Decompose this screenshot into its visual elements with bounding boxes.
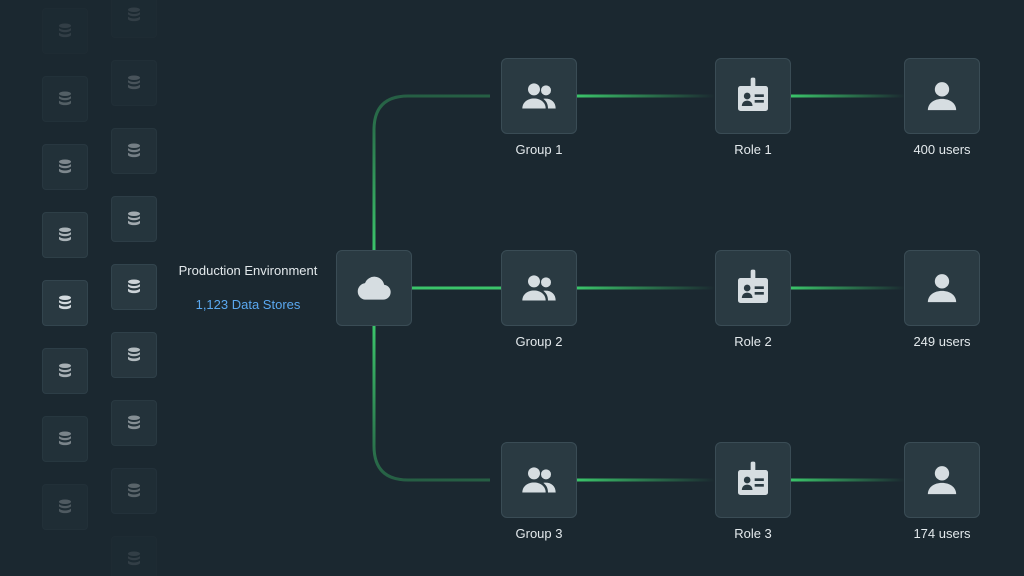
database-icon bbox=[128, 211, 140, 226]
role-label-3: Role 3 bbox=[734, 526, 772, 541]
database-icon bbox=[128, 483, 140, 498]
data-store-tile bbox=[42, 212, 88, 258]
group-node-2[interactable] bbox=[501, 250, 577, 326]
users-label-3: 174 users bbox=[913, 526, 971, 541]
role-node-3[interactable] bbox=[715, 442, 791, 518]
data-store-tile bbox=[42, 348, 88, 394]
data-store-tile bbox=[42, 416, 88, 462]
database-icon bbox=[128, 143, 140, 158]
database-icon bbox=[59, 499, 71, 514]
role-label-1: Role 1 bbox=[734, 142, 772, 157]
database-icon bbox=[128, 279, 140, 294]
database-icon bbox=[128, 347, 140, 362]
users-icon bbox=[522, 83, 556, 109]
data-store-tile bbox=[42, 484, 88, 530]
database-icon bbox=[128, 551, 140, 566]
users-icon bbox=[522, 275, 556, 301]
group1-role1-link bbox=[577, 94, 715, 98]
cloud-group3-link bbox=[372, 326, 490, 482]
cloud-node[interactable] bbox=[336, 250, 412, 326]
group-label-1: Group 1 bbox=[515, 142, 563, 157]
data-store-tile bbox=[42, 8, 88, 54]
cloud-group1-link bbox=[372, 94, 490, 250]
database-icon bbox=[59, 227, 71, 242]
data-store-tile bbox=[111, 264, 157, 310]
id-badge-icon bbox=[738, 269, 768, 303]
data-store-tile bbox=[111, 196, 157, 242]
data-store-tile bbox=[42, 76, 88, 122]
data-store-tile bbox=[42, 280, 88, 326]
environment-title: Production Environment bbox=[178, 263, 318, 278]
cloud-icon bbox=[357, 276, 391, 300]
data-store-tile bbox=[42, 144, 88, 190]
data-store-tile bbox=[111, 60, 157, 106]
data-store-count: 1,123 Data Stores bbox=[195, 297, 301, 312]
users-label-2: 249 users bbox=[913, 334, 971, 349]
users-node-1[interactable] bbox=[904, 58, 980, 134]
data-store-tile bbox=[111, 400, 157, 446]
database-icon bbox=[59, 295, 71, 310]
role-label-2: Role 2 bbox=[734, 334, 772, 349]
group-label-2: Group 2 bbox=[515, 334, 563, 349]
database-icon bbox=[59, 91, 71, 106]
users-node-3[interactable] bbox=[904, 442, 980, 518]
database-icon bbox=[128, 7, 140, 22]
users-icon bbox=[522, 467, 556, 493]
group3-role3-link bbox=[577, 478, 715, 482]
database-icon bbox=[59, 431, 71, 446]
group-node-3[interactable] bbox=[501, 442, 577, 518]
database-icon bbox=[59, 363, 71, 378]
database-icon bbox=[128, 75, 140, 90]
database-icon bbox=[59, 159, 71, 174]
database-icon bbox=[59, 23, 71, 38]
user-icon bbox=[927, 466, 957, 495]
group2-role2-link bbox=[577, 286, 715, 290]
database-icon bbox=[128, 415, 140, 430]
id-badge-icon bbox=[738, 77, 768, 111]
role1-users-link bbox=[791, 94, 905, 98]
data-store-tile bbox=[111, 468, 157, 514]
id-badge-icon bbox=[738, 461, 768, 495]
data-store-tile bbox=[111, 332, 157, 378]
users-node-2[interactable] bbox=[904, 250, 980, 326]
role-node-1[interactable] bbox=[715, 58, 791, 134]
data-store-tile bbox=[111, 536, 157, 576]
group-label-3: Group 3 bbox=[515, 526, 563, 541]
role2-users-link bbox=[791, 286, 905, 290]
user-icon bbox=[927, 82, 957, 111]
users-label-1: 400 users bbox=[913, 142, 971, 157]
user-icon bbox=[927, 274, 957, 303]
group-node-1[interactable] bbox=[501, 58, 577, 134]
role-node-2[interactable] bbox=[715, 250, 791, 326]
data-store-tile bbox=[111, 0, 157, 38]
role3-users-link bbox=[791, 478, 905, 482]
data-store-tile bbox=[111, 128, 157, 174]
